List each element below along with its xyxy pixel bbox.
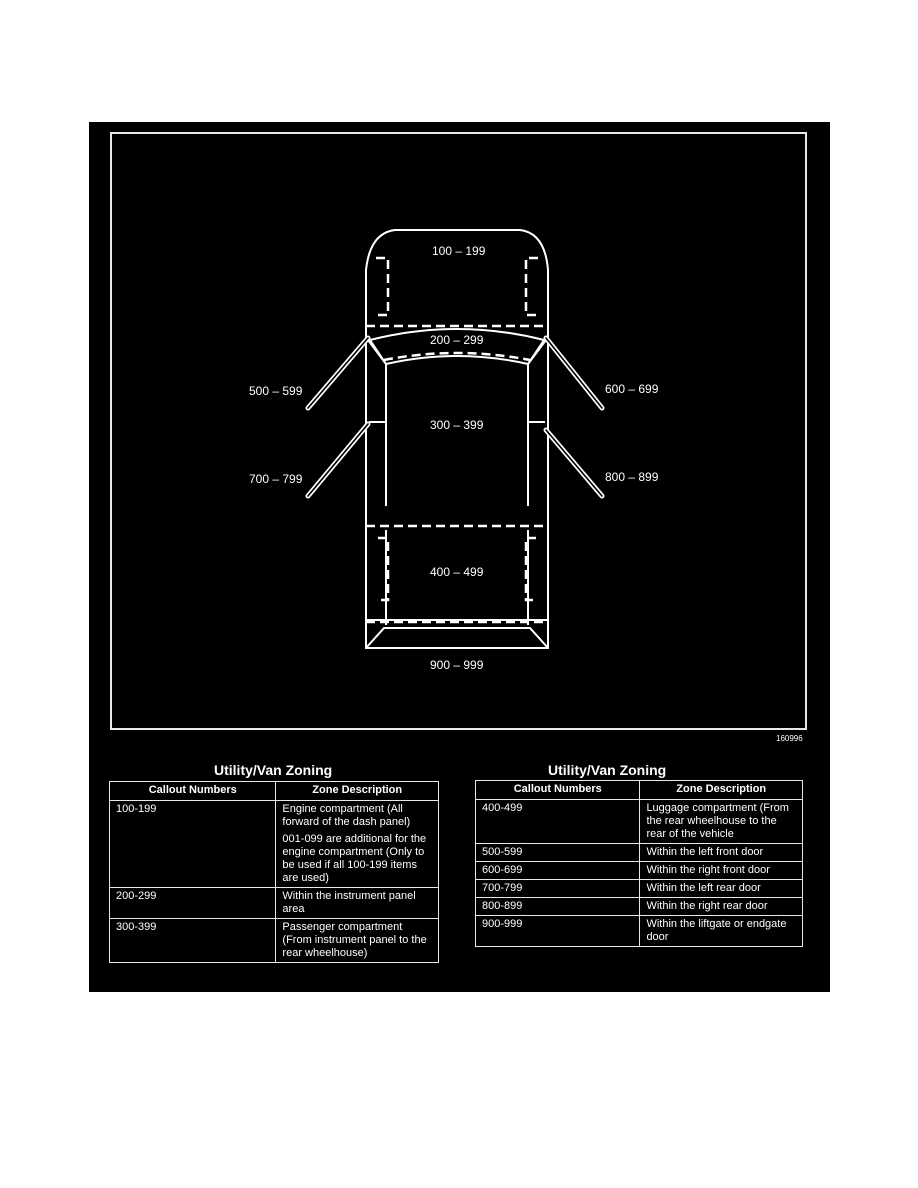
zone-label-right-rear-door: 800 – 899 [605,470,659,484]
callout-cell: 200-299 [108,887,277,919]
callout-cell: 100-199 [108,800,277,888]
header-callout-numbers: Callout Numbers [474,780,641,800]
header-zone-description: Zone Description [639,780,803,800]
table-row: 900-999 Within the liftgate or endgate d… [474,915,803,947]
header-callout-numbers: Callout Numbers [108,781,277,801]
zoning-table-right: Callout Numbers Zone Description 400-499… [474,780,803,947]
description-cell: Within the instrument panel area [275,887,439,919]
description-text: Engine compartment (All forward of the d… [282,803,411,828]
description-cell: Within the right rear door [639,897,803,916]
callout-cell: 900-999 [474,915,641,947]
table-row: 200-299 Within the instrument panel area [108,887,439,919]
table-header-row: Callout Numbers Zone Description [108,781,439,801]
description-cell: Luggage compartment (From the rear wheel… [639,799,803,844]
table-header-row: Callout Numbers Zone Description [474,780,803,800]
zone-label-right-front-door: 600 – 699 [605,382,659,396]
callout-cell: 700-799 [474,879,641,898]
table-row: 700-799 Within the left rear door [474,879,803,898]
figure-number: 160996 [776,734,803,743]
description-text: Within the instrument panel area [282,890,416,915]
description-text: 001-099 are additional for the engine co… [282,833,427,884]
header-zone-description: Zone Description [275,781,439,801]
callout-cell: 800-899 [474,897,641,916]
ip-boundary [383,351,531,362]
callout-cell: 500-599 [474,843,641,862]
description-cell: Within the left rear door [639,879,803,898]
table-right-title: Utility/Van Zoning [548,762,667,778]
diagram-frame [110,132,807,730]
liftgate-outline [365,627,549,649]
table-row: 100-199 Engine compartment (All forward … [108,800,439,888]
description-text: Passenger compartment (From instrument p… [282,921,427,959]
callout-cell: 600-699 [474,861,641,880]
description-cell: Passenger compartment (From instrument p… [275,918,439,963]
table-row: 300-399 Passenger compartment (From inst… [108,918,439,963]
table-row: 600-699 Within the right front door [474,861,803,880]
description-cell: Within the right front door [639,861,803,880]
zone-label-engine: 100 – 199 [432,244,486,258]
callout-cell: 300-399 [108,918,277,963]
table-row: 500-599 Within the left front door [474,843,803,862]
table-left-title: Utility/Van Zoning [214,762,333,778]
table-row: 800-899 Within the right rear door [474,897,803,916]
description-cell: Within the left front door [639,843,803,862]
zone-label-passenger: 300 – 399 [430,418,484,432]
description-cell: Within the liftgate or endgate door [639,915,803,947]
description-cell: Engine compartment (All forward of the d… [275,800,439,888]
instrument-panel-outline [368,328,546,366]
zone-label-luggage: 400 – 499 [430,565,484,579]
vehicle-body [365,229,549,649]
zone-label-left-front-door: 500 – 599 [249,384,303,398]
zone-label-liftgate: 900 – 999 [430,658,484,672]
zoning-table-left: Callout Numbers Zone Description 100-199… [108,781,439,963]
callout-cell: 400-499 [474,799,641,844]
zone-label-instrument-panel: 200 – 299 [430,333,484,347]
zone-label-left-rear-door: 700 – 799 [249,472,303,486]
table-row: 400-499 Luggage compartment (From the re… [474,799,803,844]
